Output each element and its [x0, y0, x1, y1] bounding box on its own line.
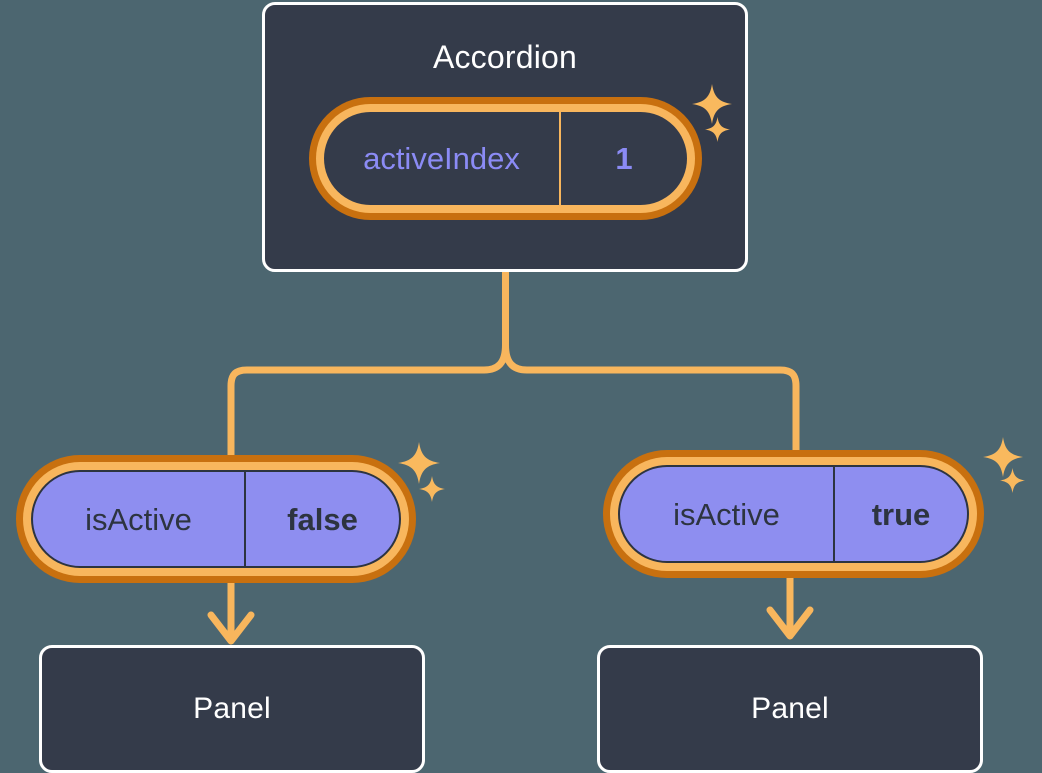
state-pill-activeindex[interactable]: activeIndex 1: [309, 97, 702, 220]
state-pill-body: activeIndex 1: [324, 112, 687, 205]
component-node-title: Panel: [193, 692, 271, 725]
sparkle-icon: [398, 442, 440, 484]
sparkle-icon: [983, 437, 1023, 477]
edge-right-panel-arrowhead: [766, 606, 814, 640]
component-node-title: Panel: [751, 692, 829, 725]
state-pill-body: isActive true: [618, 465, 969, 563]
edge-branch-right: [502, 341, 800, 454]
state-pill-body: isActive false: [31, 470, 401, 568]
state-pill-highlight-ring: isActive true: [610, 457, 977, 571]
state-pill-key: isActive: [33, 472, 246, 566]
state-pill-value: true: [871, 496, 931, 532]
sparkle-icon: [1000, 468, 1025, 493]
state-pill-isactive-right[interactable]: isActive true: [603, 450, 984, 578]
component-node-panel-right[interactable]: Panel: [597, 645, 983, 773]
component-node-title: Accordion: [432, 39, 578, 75]
state-pill-value: 1: [615, 141, 633, 176]
state-pill-key: activeIndex: [324, 112, 561, 205]
state-pill-key: isActive: [620, 467, 835, 561]
state-pill-highlight-ring: activeIndex 1: [316, 104, 695, 213]
component-node-panel-left[interactable]: Panel: [39, 645, 425, 773]
state-pill-value: false: [287, 501, 358, 537]
edge-left-panel-arrowhead: [207, 611, 255, 645]
edge-branch-left: [227, 341, 509, 459]
sparkle-icon: [419, 476, 445, 502]
state-pill-isactive-left[interactable]: isActive false: [16, 455, 416, 583]
state-pill-highlight-ring: isActive false: [23, 462, 409, 576]
